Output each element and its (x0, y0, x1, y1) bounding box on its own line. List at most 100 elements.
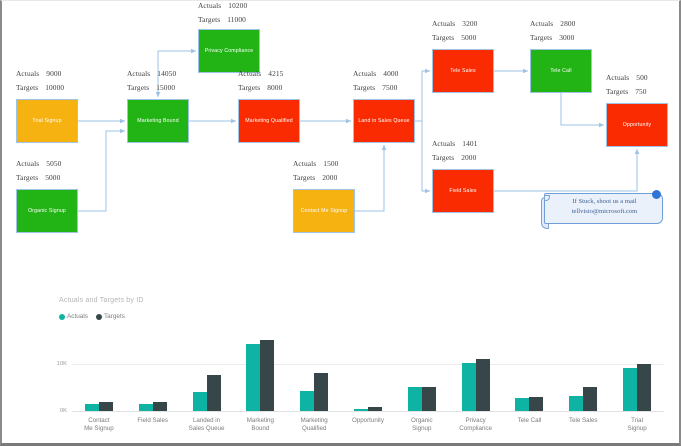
kpi-actuals-value: 4215 (268, 69, 284, 78)
node-contact-me-signup[interactable]: Contact Me Signup (293, 189, 355, 233)
chart-bar-actuals[interactable] (354, 408, 368, 411)
node-marketing-qualified[interactable]: Marketing Qualified (238, 99, 300, 143)
node-tele-call[interactable]: Tele Call (530, 49, 592, 93)
node-label: Contact Me Signup (300, 207, 348, 214)
kpi-targets-label: Targets (293, 173, 316, 182)
node-land-in-sales-queue[interactable]: Land in Sales Queue (353, 99, 415, 143)
chart-bar-actuals[interactable] (138, 404, 153, 411)
node-label: Trial Signup (32, 117, 62, 124)
chart-bar-actuals[interactable] (192, 392, 207, 411)
kpi-actuals-value: 5050 (46, 159, 62, 168)
kpi-targets-label: Targets (16, 83, 39, 92)
kpi-targets-value: 15000 (156, 83, 176, 92)
note-callout[interactable]: If Stuck, shoot us a mail tellvisio@micr… (538, 190, 663, 229)
kpi-actuals-label: Actuals (432, 19, 456, 28)
chart-bar-actuals[interactable] (84, 403, 99, 411)
chart-bar-group[interactable] (623, 335, 652, 411)
chart-bar-targets[interactable] (314, 373, 329, 411)
chart-bar-group[interactable] (461, 335, 490, 411)
kpi-actuals-value: 4000 (383, 69, 399, 78)
kpi-targets-label: Targets (238, 83, 261, 92)
chart-bar-group[interactable] (246, 335, 275, 411)
chart-bar-targets[interactable] (637, 363, 652, 411)
chart-bar-group[interactable] (569, 335, 598, 411)
kpi-targets-value: 11000 (227, 15, 246, 24)
node-label: Tele Call (550, 67, 572, 74)
chart-bar-targets[interactable] (368, 407, 382, 411)
node-organic-signup[interactable]: Organic Signup (16, 189, 78, 233)
kpi-targets-row: Targets 10000 (16, 83, 64, 92)
legend-item-targets[interactable]: Targets (95, 313, 125, 320)
kpi-targets-label: Targets (432, 33, 455, 42)
node-opportunity[interactable]: Opportunity (606, 103, 668, 147)
kpi-actuals-value: 1401 (462, 139, 478, 148)
chart-bar-targets[interactable] (260, 339, 275, 411)
chart-bar-group[interactable] (407, 335, 436, 411)
kpi-targets-value: 5000 (45, 173, 61, 182)
chart-bar-targets[interactable] (583, 387, 598, 411)
kpi-targets-value: 2000 (461, 153, 477, 162)
chart-bar-actuals[interactable] (300, 390, 315, 411)
legend-label-actuals: Actuals (67, 313, 88, 320)
note-text: If Stuck, shoot us a mail tellvisio@micr… (548, 197, 661, 216)
node-marketing-bound[interactable]: Marketing Bound (127, 99, 189, 143)
node-field-sales[interactable]: Field Sales (432, 169, 494, 213)
chart-bar-actuals[interactable] (515, 397, 530, 411)
node-tele-sales[interactable]: Tele Sales (432, 49, 494, 93)
chart-bar-group[interactable] (138, 335, 167, 411)
link-field-sales-to-opportunity (494, 148, 640, 192)
link-organic-to-marketing-bound (78, 128, 126, 212)
kpi-targets-label: Targets (127, 83, 150, 92)
chart-gridline (72, 411, 664, 412)
chart-bar-actuals[interactable] (407, 387, 422, 411)
kpi-actuals-label: Actuals (293, 159, 317, 168)
chart-bar-targets[interactable] (421, 387, 436, 411)
chart-xtick-label: Tele Sales (568, 417, 598, 424)
kpi-actuals-label: Actuals (16, 69, 40, 78)
node-label: Marketing Bound (137, 117, 179, 124)
kpi-targets-label: Targets (530, 33, 553, 42)
node-privacy-compliance[interactable]: Privacy Compliance (198, 29, 260, 73)
chart-bar-targets[interactable] (98, 401, 113, 411)
node-label: Field Sales (449, 187, 477, 194)
chart-bar-actuals[interactable] (461, 362, 476, 411)
chart-bar-group[interactable] (192, 335, 221, 411)
kpi-targets-label: Targets (16, 173, 39, 182)
chart-bar-targets[interactable] (475, 358, 490, 411)
chart-bar-group[interactable] (84, 335, 113, 411)
kpi-targets-value: 10000 (45, 83, 65, 92)
connector-layer (78, 48, 640, 212)
chart-bar-group[interactable] (354, 335, 382, 411)
chart-bar-targets[interactable] (206, 375, 221, 411)
node-trial-signup[interactable]: Trial Signup (16, 99, 78, 143)
kpi-actuals-label: Actuals (127, 69, 151, 78)
chart-bar-group[interactable] (515, 335, 544, 411)
bar-chart-visual[interactable]: Actuals and Targets by ID Actuals Target… (2, 273, 679, 443)
chart-bar-targets[interactable] (529, 396, 544, 411)
chart-bar-actuals[interactable] (569, 395, 584, 411)
chart-bar-actuals[interactable] (623, 368, 638, 411)
chart-bar-targets[interactable] (152, 401, 167, 411)
legend-item-actuals[interactable]: Actuals (59, 313, 88, 320)
chart-bar-group[interactable] (300, 335, 329, 411)
note-handle-dot-icon[interactable] (652, 190, 661, 199)
chart-bar-actuals[interactable] (246, 344, 261, 411)
